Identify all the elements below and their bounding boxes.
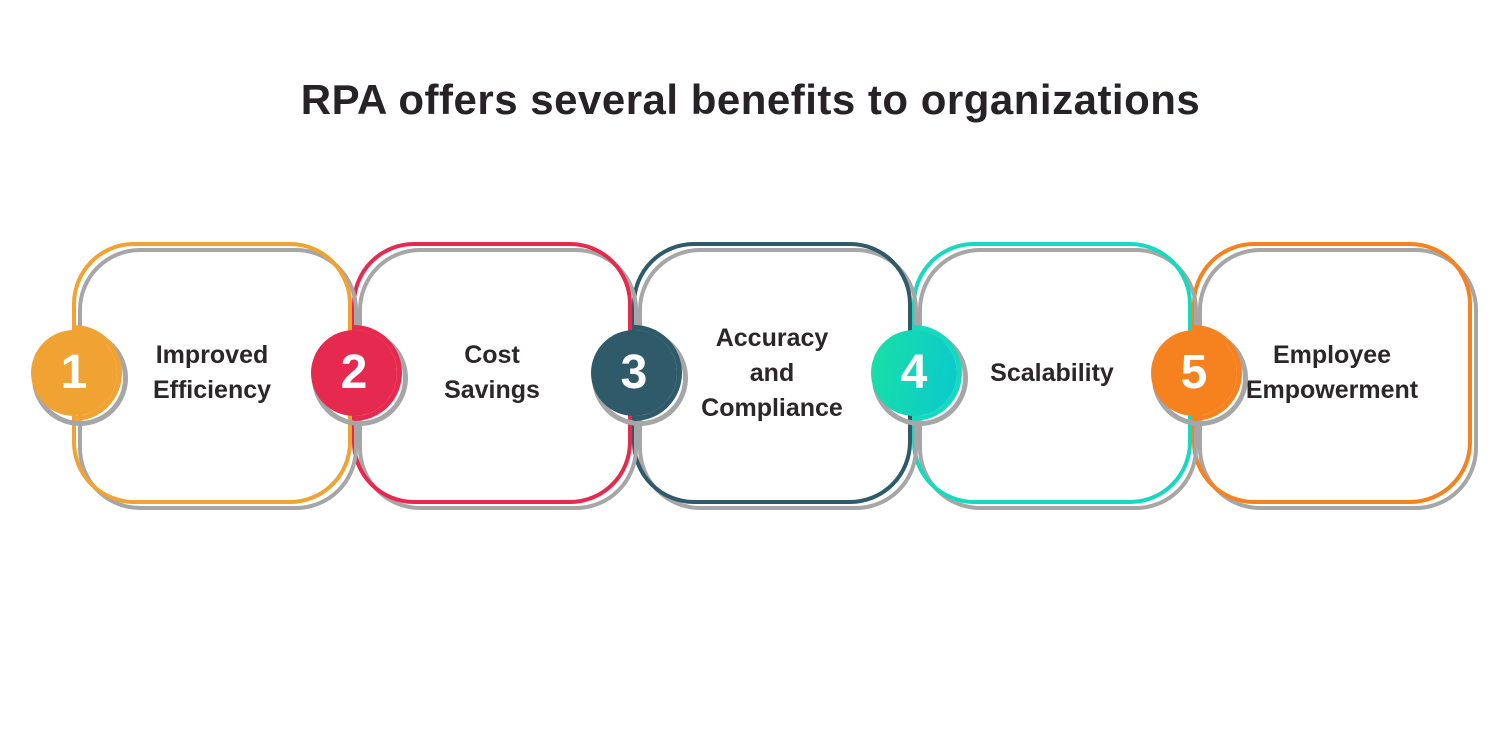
benefit-label-line: Improved	[155, 341, 269, 369]
page-title: RPA offers several benefits to organizat…	[300, 76, 1201, 123]
step-circle: 1	[31, 330, 117, 416]
step-circle: 4	[871, 330, 957, 416]
benefit-label-line: Efficiency	[152, 376, 272, 404]
step-circle: 2	[311, 330, 397, 416]
benefit-label-line: Empowerment	[1245, 376, 1419, 404]
benefit-label-line: and	[749, 358, 795, 387]
benefit-label: Scalability	[912, 242, 1192, 504]
step-circle: 3	[591, 330, 677, 416]
step-number: 3	[620, 346, 648, 399]
benefit-label-line: Accuracy	[715, 323, 829, 352]
benefit-label-line: Compliance	[701, 393, 843, 422]
benefit-label-line: Employee	[1272, 341, 1392, 369]
step-number: 5	[1180, 346, 1208, 399]
step-number: 2	[340, 346, 368, 399]
step-number: 1	[60, 346, 88, 399]
step-circle: 5	[1151, 330, 1237, 416]
benefit-label-line: Cost	[464, 341, 520, 369]
step-number: 4	[900, 346, 928, 399]
benefit-label-line: Scalability	[990, 358, 1114, 387]
benefit-label-line: Savings	[444, 376, 540, 404]
